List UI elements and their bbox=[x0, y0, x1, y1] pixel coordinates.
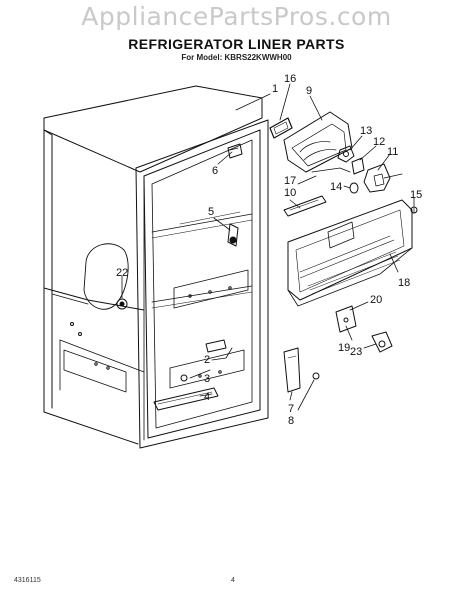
liner-front-frame bbox=[135, 119, 269, 449]
part-2-clip bbox=[205, 339, 227, 353]
callout-6: 6 bbox=[212, 165, 218, 177]
part-12-bracket bbox=[351, 157, 365, 175]
part-9-fan-housing bbox=[283, 111, 353, 173]
liner-cabinet bbox=[43, 85, 269, 449]
part-6-light-socket bbox=[227, 143, 243, 159]
callout-20: 20 bbox=[370, 294, 382, 306]
callout-17: 17 bbox=[284, 175, 296, 187]
doc-number: 4316115 bbox=[14, 577, 41, 584]
callout-10: 10 bbox=[284, 187, 296, 199]
watermark: AppliancePartsPros.com bbox=[81, 2, 392, 31]
part-14-bulb bbox=[349, 182, 359, 194]
callout-4: 4 bbox=[204, 391, 210, 403]
callout-7: 7 bbox=[288, 403, 294, 415]
part-3-screw bbox=[180, 374, 188, 382]
callout-1: 1 bbox=[272, 83, 278, 95]
callout-9: 9 bbox=[306, 85, 312, 97]
part-16-gasket bbox=[269, 117, 293, 139]
part-4-rail bbox=[153, 387, 219, 411]
callout-19: 19 bbox=[338, 342, 350, 354]
callout-2: 2 bbox=[204, 354, 210, 366]
callout-5: 5 bbox=[208, 206, 214, 218]
part-22-grommet bbox=[116, 298, 128, 310]
part-5-control bbox=[227, 223, 239, 247]
callout-13: 13 bbox=[360, 125, 372, 137]
part-7-bracket bbox=[283, 347, 301, 393]
part-10-bracket bbox=[283, 195, 327, 217]
callout-3: 3 bbox=[204, 373, 210, 385]
callout-15: 15 bbox=[410, 189, 422, 201]
part-18-evaporator-cover bbox=[287, 199, 413, 307]
part-13-fan-blade bbox=[337, 145, 355, 163]
part-8-screw bbox=[312, 372, 320, 380]
callout-8: 8 bbox=[288, 415, 294, 427]
liner-left-wall bbox=[43, 117, 139, 445]
callout-16: 16 bbox=[284, 73, 296, 85]
page-title: REFRIGERATOR LINER PARTS bbox=[128, 36, 345, 52]
part-23-knob bbox=[371, 331, 393, 353]
callout-18: 18 bbox=[398, 277, 410, 289]
part-17-wire bbox=[311, 167, 351, 173]
part-20-hinge-plate bbox=[335, 305, 357, 333]
callout-14: 14 bbox=[330, 181, 342, 193]
callout-11: 11 bbox=[387, 146, 398, 158]
callout-23: 23 bbox=[350, 346, 362, 358]
part-11-fan-motor bbox=[363, 163, 403, 193]
part-15-screw bbox=[410, 206, 418, 214]
model-subtitle: For Model: KBRS22KWWH00 bbox=[181, 53, 292, 62]
liner-top bbox=[43, 85, 263, 173]
callout-22: 22 bbox=[116, 267, 128, 279]
callout-labels: 1 16 9 13 12 11 6 17 10 14 15 5 18 22 20… bbox=[116, 73, 422, 427]
leader-lines bbox=[121, 83, 415, 411]
callout-12: 12 bbox=[373, 136, 385, 148]
page-number: 4 bbox=[231, 577, 235, 584]
